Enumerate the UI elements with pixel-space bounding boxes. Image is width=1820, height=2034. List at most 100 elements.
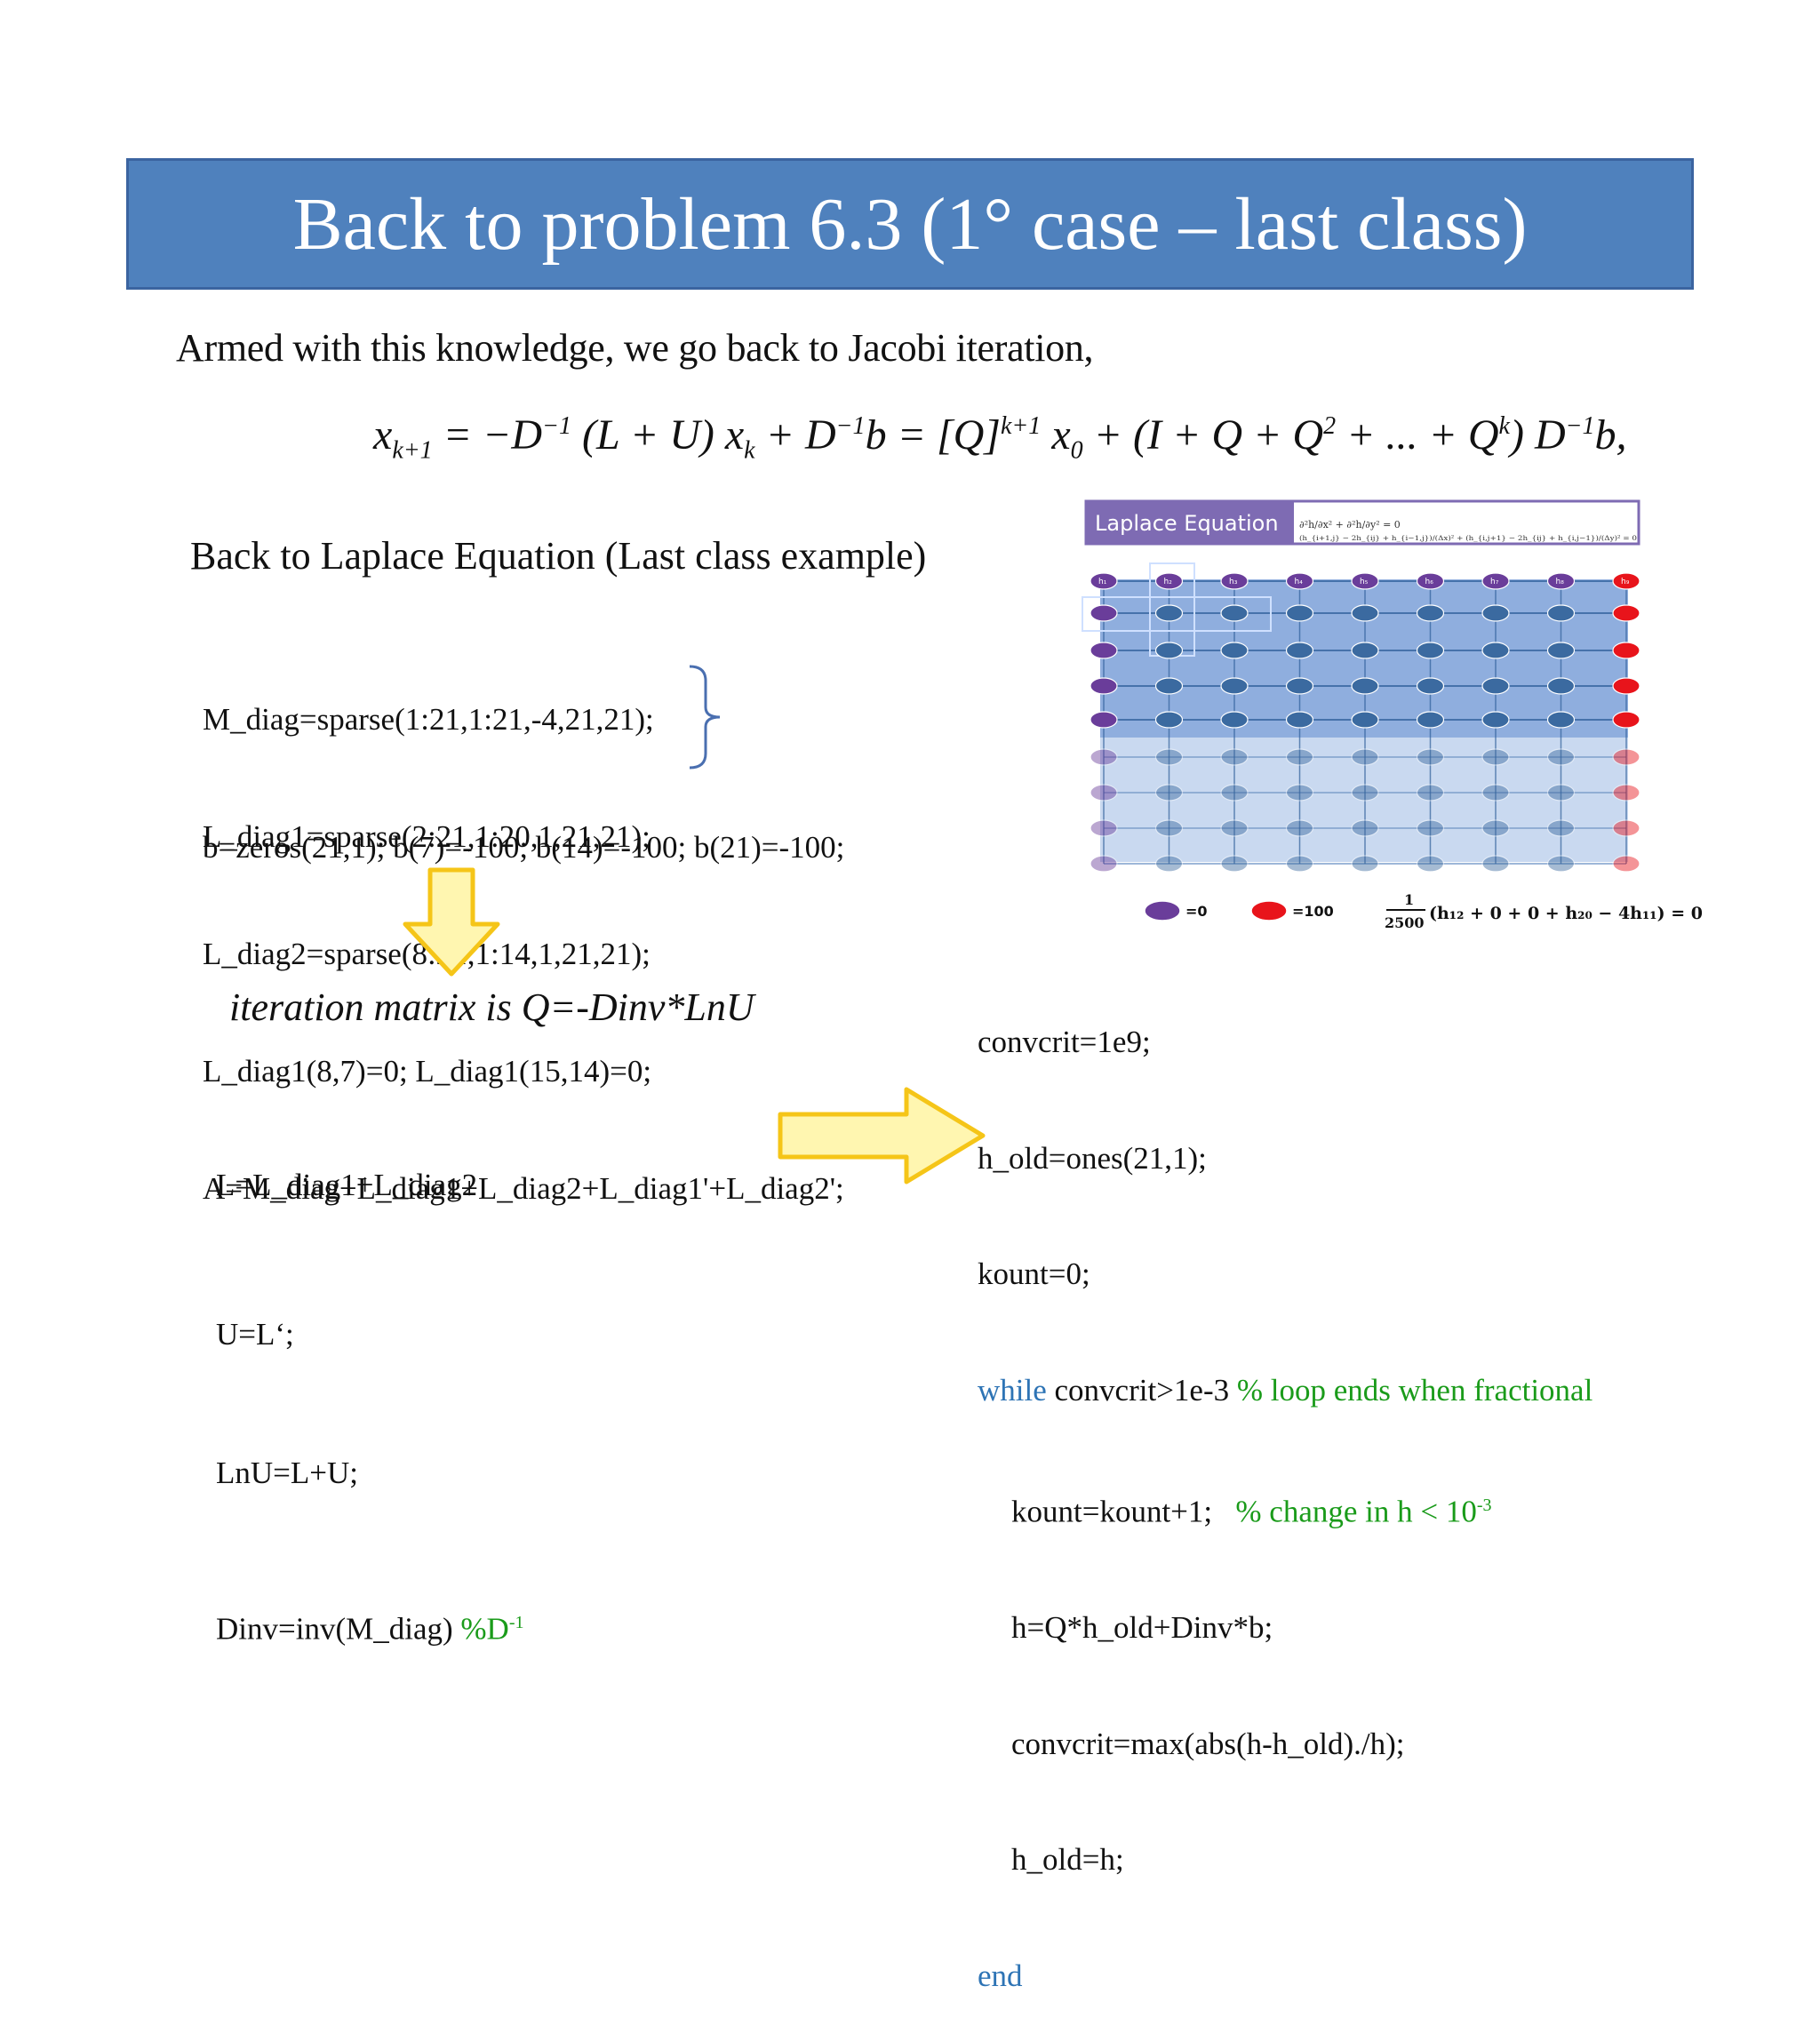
legend-fraction-num: 1 xyxy=(1404,891,1414,908)
grid-node xyxy=(1481,677,1510,695)
grid-node xyxy=(1285,711,1314,729)
slide-title: Back to problem 6.3 (1° case – last clas… xyxy=(292,182,1528,266)
grid-node xyxy=(1481,748,1510,766)
legend-hundred-node xyxy=(1250,900,1288,921)
iteration-matrix-text: iteration matrix is Q=-Dinv*LnU xyxy=(229,985,754,1029)
grid-node xyxy=(1154,642,1184,659)
code-line: while convcrit>1e-3 % loop ends when fra… xyxy=(978,1372,1593,1408)
legend-zero-label: =0 xyxy=(1185,903,1208,920)
grid-node xyxy=(1416,711,1445,729)
grid-node xyxy=(1612,748,1640,766)
grid-node xyxy=(1090,604,1118,622)
code-line: end xyxy=(978,1958,1023,1993)
figure-finite-difference: (h_{i+1,j} − 2h_{ij} + h_{i−1,j})/(Δx)² … xyxy=(1299,534,1637,542)
grid-node-label: h₈ xyxy=(1556,578,1565,586)
grid-node xyxy=(1090,819,1118,837)
grid-node xyxy=(1220,819,1249,837)
curly-brace-icon xyxy=(689,665,721,770)
grid-node xyxy=(1154,572,1184,590)
grid-node xyxy=(1090,642,1118,659)
matrix-setup-code: M_diag=sparse(1:21,1:21,-4,21,21); L_dia… xyxy=(203,622,844,1248)
code-line: kount=0; xyxy=(978,1256,1090,1291)
grid-node xyxy=(1090,677,1118,695)
grid-node xyxy=(1351,784,1379,802)
section-heading: Back to Laplace Equation (Last class exa… xyxy=(190,534,927,578)
grid-node-label: h₁ xyxy=(1098,578,1107,586)
grid-node xyxy=(1285,604,1314,622)
grid-node xyxy=(1154,855,1184,873)
grid-node-label: h₉ xyxy=(1621,578,1630,586)
grid-node xyxy=(1351,642,1379,659)
grid-node xyxy=(1546,855,1576,873)
code-line: U=L‘; xyxy=(216,1317,294,1352)
laplace-grid-figure: Laplace Equation ∂²h/∂x² + ∂²h/∂y² = 0 (… xyxy=(1082,499,1703,931)
grid-node xyxy=(1612,784,1640,802)
slide-title-bar: Back to problem 6.3 (1° case – last clas… xyxy=(126,158,1694,290)
code-line: h_old=h; xyxy=(1011,1842,1124,1878)
code-line: M_diag=sparse(1:21,1:21,-4,21,21); xyxy=(203,702,654,737)
grid-node xyxy=(1220,642,1249,659)
b-vector-code: b=zeros(21,1); b(7)=-100; b(14)=-100; b(… xyxy=(203,830,845,865)
grid-node-label: h₇ xyxy=(1490,578,1499,586)
lu-code: L=L_diag1+L_diag2 U=L‘; LnU=L+U; Dinv=in… xyxy=(216,1061,524,1704)
grid-node xyxy=(1154,748,1184,766)
grid-node xyxy=(1154,677,1184,695)
grid-node xyxy=(1220,677,1249,695)
grid-node xyxy=(1285,677,1314,695)
grid-node xyxy=(1481,819,1510,837)
grid-node xyxy=(1481,784,1510,802)
right-arrow-icon xyxy=(778,1087,986,1185)
code-line: LnU=L+U; xyxy=(216,1456,359,1490)
legend-fraction-den: 2500 xyxy=(1385,914,1425,931)
code-line: L=L_diag1+L_diag2 xyxy=(216,1168,478,1202)
grid-node xyxy=(1416,855,1445,873)
legend-hundred-label: =100 xyxy=(1292,903,1334,920)
grid-node xyxy=(1285,784,1314,802)
legend-expression: (h₁₂ + 0 + 0 + h₂₀ − 4h₁₁) = 0 xyxy=(1429,904,1703,923)
jacobi-equation: xk+1 = −D−1 (L + U) xk + D−1b = [Q]k+1 x… xyxy=(373,411,1627,465)
grid-node xyxy=(1612,677,1640,695)
grid-node xyxy=(1416,604,1445,622)
grid-node xyxy=(1351,748,1379,766)
grid-node xyxy=(1220,855,1249,873)
grid-node xyxy=(1546,819,1576,837)
grid-node xyxy=(1546,677,1576,695)
grid-node xyxy=(1612,711,1640,729)
grid-node xyxy=(1612,855,1640,873)
grid-node-label: h₄ xyxy=(1295,578,1304,586)
grid-node xyxy=(1612,819,1640,837)
grid-node xyxy=(1285,642,1314,659)
grid-node xyxy=(1416,784,1445,802)
grid-node xyxy=(1154,819,1184,837)
grid-node xyxy=(1546,784,1576,802)
grid-node xyxy=(1546,711,1576,729)
grid-node xyxy=(1351,572,1379,590)
code-line: L_diag1=sparse(2:21,1:20,1,21,21); xyxy=(203,819,651,854)
grid-node xyxy=(1351,677,1379,695)
grid-node xyxy=(1154,604,1184,622)
grid-node xyxy=(1416,572,1445,590)
code-line: h_old=ones(21,1); xyxy=(978,1140,1207,1176)
grid-node xyxy=(1546,748,1576,766)
grid-node xyxy=(1416,819,1445,837)
grid-node-label: h₅ xyxy=(1360,578,1369,586)
grid-node xyxy=(1612,642,1640,659)
grid-node xyxy=(1090,748,1118,766)
grid-node xyxy=(1481,572,1510,590)
grid-node xyxy=(1481,642,1510,659)
grid-node xyxy=(1481,855,1510,873)
grid-node xyxy=(1220,784,1249,802)
legend-zero-node xyxy=(1144,900,1181,921)
grid-node xyxy=(1220,748,1249,766)
grid-node xyxy=(1285,819,1314,837)
grid-node xyxy=(1612,572,1640,590)
grid-node xyxy=(1090,572,1118,590)
code-line: kount=kount+1; % change in h < 10-3 xyxy=(1011,1494,1492,1529)
figure-pde: ∂²h/∂x² + ∂²h/∂y² = 0 xyxy=(1299,519,1401,530)
grid-node xyxy=(1220,711,1249,729)
grid-node xyxy=(1481,604,1510,622)
grid-node xyxy=(1090,711,1118,729)
grid-node xyxy=(1546,572,1576,590)
grid-node xyxy=(1285,572,1314,590)
